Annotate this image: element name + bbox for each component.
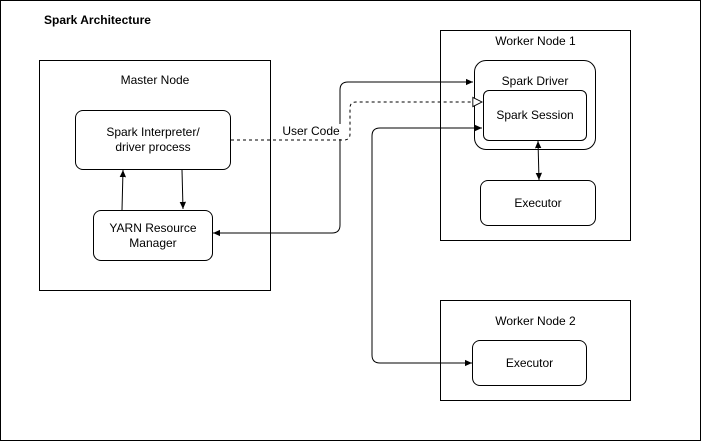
- spark-session-label: Spark Session: [496, 108, 574, 122]
- executor-2-label: Executor: [505, 355, 554, 370]
- executor-1-box: Executor: [480, 180, 596, 226]
- worker-node-1-label: Worker Node 1: [495, 34, 576, 48]
- diagram-title: Spark Architecture: [44, 13, 151, 27]
- session-executor1-connector: [534, 140, 543, 181]
- worker-node-2-label: Worker Node 2: [495, 314, 576, 328]
- master-node-label: Master Node: [120, 73, 190, 87]
- spark-driver-label: Spark Driver: [501, 74, 569, 88]
- yarn-to-interpreter-arrow: [119, 169, 127, 211]
- yarn-resource-manager-box: YARN Resource Manager: [93, 210, 213, 261]
- driver-executor2-connector: [371, 124, 482, 367]
- executor-2-box: Executor: [472, 340, 587, 386]
- spark-interpreter-line1: Spark Interpreter/: [106, 125, 200, 139]
- spark-session-box: Spark Session: [483, 90, 587, 141]
- user-code-label: User Code: [279, 124, 343, 139]
- driver-yarn-connector: [213, 78, 473, 237]
- interpreter-to-yarn-arrow: [179, 169, 187, 210]
- executor-1-label: Executor: [514, 195, 562, 210]
- yarn-line2: Manager: [129, 235, 177, 250]
- user-code-connector: [231, 102, 482, 141]
- spark-interpreter-line2: driver process: [115, 140, 191, 154]
- yarn-line1: YARN Resource: [109, 220, 197, 235]
